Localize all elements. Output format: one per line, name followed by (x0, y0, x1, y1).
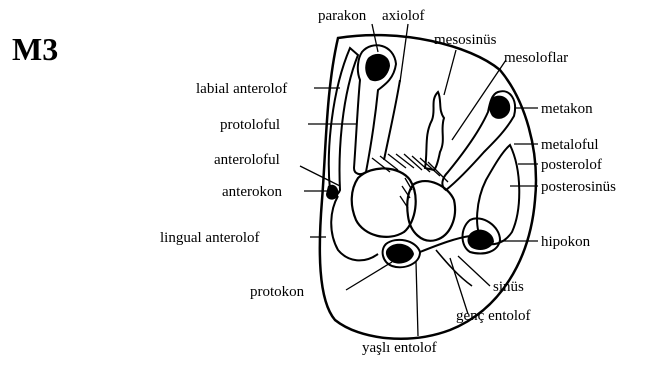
figure-heading: M3 (12, 31, 58, 67)
label-protolofu: protoloful (220, 117, 280, 133)
label-yasli-entolof: yaşlı entolof (362, 340, 437, 356)
label-anterolofu: anteroloful (214, 152, 280, 168)
parakon-fill (365, 54, 390, 81)
label-anterokon: anterokon (222, 184, 282, 200)
protokon-fill (386, 244, 414, 264)
metakon-fill (489, 96, 510, 119)
label-protokon: protokon (250, 284, 305, 300)
axiolof-ridge (384, 80, 400, 160)
label-mesosinus: mesosinüs (434, 32, 497, 48)
label-mesoloflar: mesoloflar (504, 50, 568, 66)
label-parakon: parakon (318, 8, 367, 24)
entolof-ridges (420, 236, 470, 252)
label-sinus: sinüs (493, 279, 524, 295)
lingual-anterolof-ridge (331, 196, 378, 260)
label-posterolof: posterolof (541, 157, 602, 173)
sinus-ridge (436, 250, 472, 286)
mesoloflar-ridge (425, 92, 444, 170)
hipokon-fill (468, 230, 495, 250)
label-hipokon: hipokon (541, 234, 591, 250)
label-metakon: metakon (541, 101, 593, 117)
label-lingual-anterolof: lingual anterolof (160, 230, 260, 246)
label-labial-anterolof: labial anterolof (196, 81, 287, 97)
label-genc-entolof: genç entolof (456, 308, 531, 324)
label-posterosinus: posterosinüs (541, 179, 616, 195)
label-axiolof: axiolof (382, 8, 425, 24)
label-metalofu: metaloful (541, 137, 598, 153)
posterolof-loop (477, 145, 519, 244)
